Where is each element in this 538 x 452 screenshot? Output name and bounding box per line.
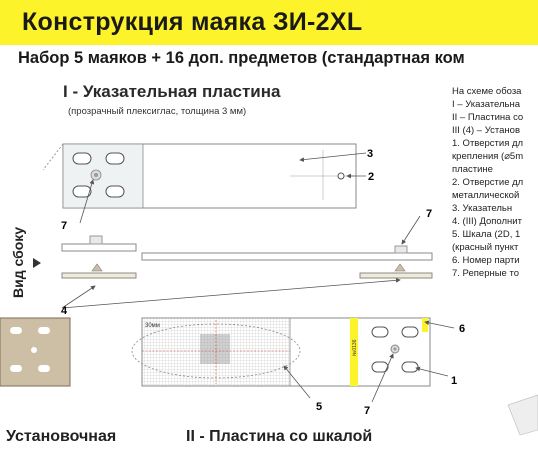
callout-4: 4 bbox=[61, 305, 68, 317]
mount-slot bbox=[105, 152, 125, 165]
legend-line: 6. Номер парти bbox=[452, 255, 520, 266]
wire-hole bbox=[337, 172, 345, 180]
header-banner bbox=[0, 0, 538, 45]
callout-7: 7 bbox=[61, 220, 67, 232]
legend-line: (красный пункт bbox=[452, 242, 519, 253]
legend-line: II – Пластина со bbox=[452, 112, 524, 123]
plate-3-heading: Установочная bbox=[6, 428, 117, 445]
callout-7: 7 bbox=[364, 405, 370, 417]
page-subtitle: Набор 5 маяков + 16 доп. предметов (стан… bbox=[18, 49, 465, 67]
callout-1: 1 bbox=[451, 375, 457, 387]
plate-2-heading: II - Пластина со шкалой bbox=[186, 428, 373, 445]
indicator-plate-top-view bbox=[42, 143, 357, 209]
mount-slot bbox=[105, 185, 125, 198]
legend-line: 7. Реперные то bbox=[452, 268, 520, 279]
mount-slot bbox=[72, 152, 92, 165]
scale-id-text: 30мм bbox=[145, 323, 160, 329]
legend-line: крепления (⌀5m bbox=[452, 151, 524, 162]
legend-line: На схеме обоза bbox=[452, 86, 522, 97]
legend-line: III (4) – Установ bbox=[452, 125, 520, 136]
page-title: Конструкция маяка ЗИ-2XL bbox=[22, 8, 363, 36]
legend-line: 5. Шкала (2D, 1 bbox=[452, 229, 521, 240]
mount-slot bbox=[72, 185, 92, 198]
callout-3: 3 bbox=[367, 148, 373, 160]
legend-line: 2. Отверстие дл bbox=[452, 177, 524, 188]
callout-5: 5 bbox=[316, 401, 322, 413]
plate-1-heading: I - Указательная пластина bbox=[63, 82, 281, 101]
side-view-assembly bbox=[33, 235, 433, 279]
legend-line: 1. Отверстия дл bbox=[452, 138, 524, 149]
legend-line: 4. (III) Дополнит bbox=[452, 216, 522, 227]
scale-plate: 30мм №0136 bbox=[131, 317, 431, 387]
legend-line: пластине bbox=[452, 164, 493, 175]
plate-1-note: (прозрачный плексиглас, толщина 3 мм) bbox=[68, 106, 247, 117]
callout-2: 2 bbox=[368, 171, 374, 183]
scale-part-text: №0136 bbox=[352, 339, 358, 356]
legend-line: 3. Указательн bbox=[452, 203, 513, 214]
legend-line: металлической bbox=[452, 190, 520, 201]
callout-7: 7 bbox=[426, 208, 432, 220]
legend-line: I – Указательна bbox=[452, 99, 521, 110]
install-plate bbox=[0, 317, 71, 387]
callout-6: 6 bbox=[459, 323, 465, 335]
